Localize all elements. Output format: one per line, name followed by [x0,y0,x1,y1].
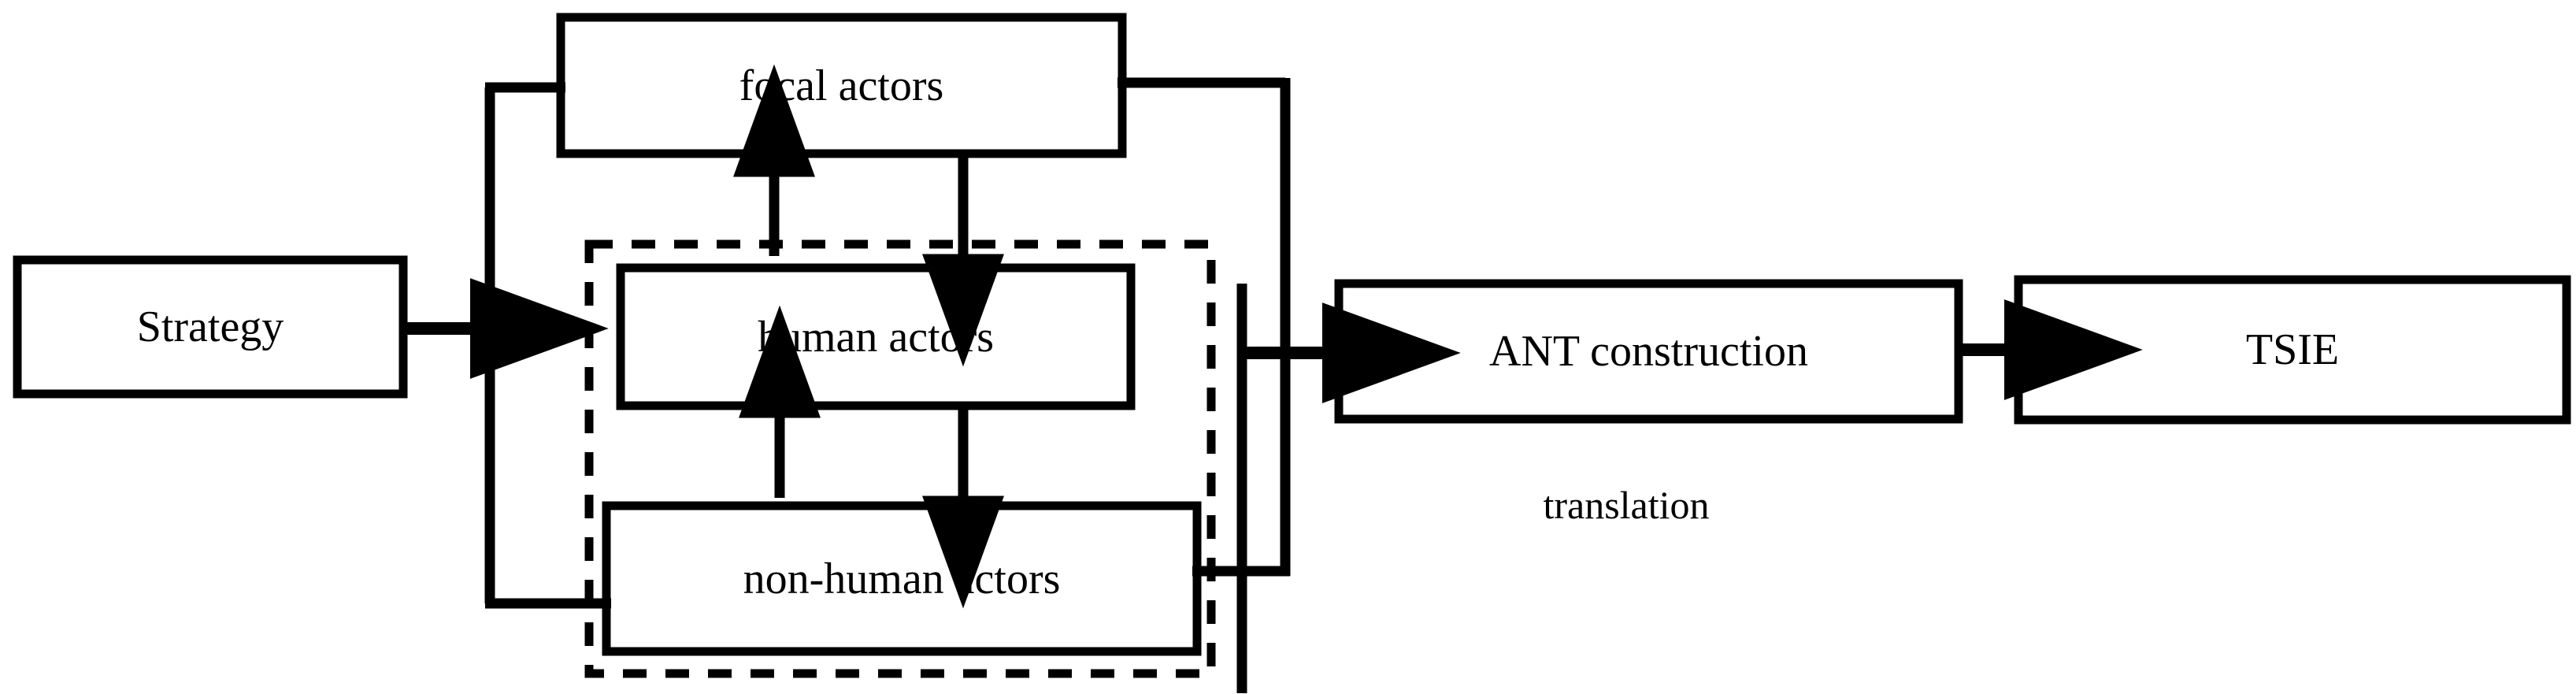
non-human-actors-node[interactable] [606,506,1197,651]
strategy-node[interactable] [17,260,403,394]
actor-network-dashed-group [584,239,1216,678]
non-human-actors-box[interactable] [602,501,1202,656]
tsie-node[interactable] [2018,280,2567,420]
human-actors-node[interactable] [621,268,1131,406]
translation-label: translation [1543,483,1710,527]
human-actors-box[interactable] [616,263,1136,410]
focal-actors-node[interactable] [561,17,1122,154]
ant-construction-node[interactable] [1339,284,1959,419]
